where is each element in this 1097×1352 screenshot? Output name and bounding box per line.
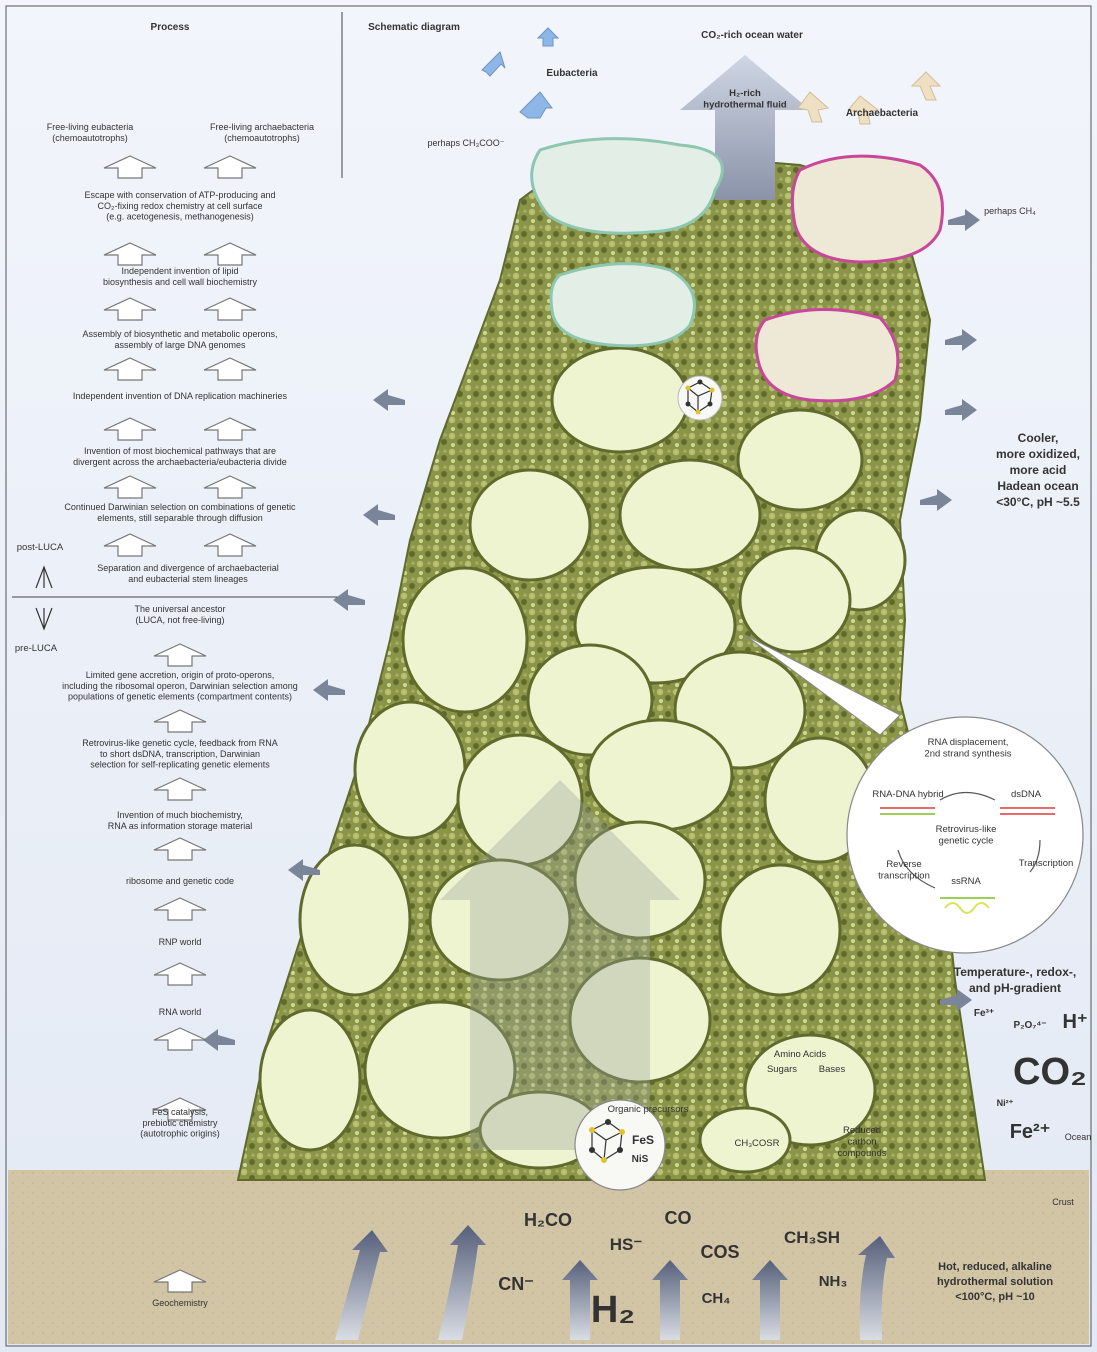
crust: [8, 1170, 1089, 1344]
compartment: [355, 702, 465, 838]
ssrna-label: ssRNA: [951, 876, 981, 887]
compartment: [552, 348, 688, 452]
step-darwinian-selection: Continued Darwinian selection on combina…: [64, 502, 296, 523]
co2-label: CO₂: [1013, 1051, 1087, 1093]
archaebacterial-cell: [792, 156, 942, 262]
transcription-label: Transcription: [1019, 858, 1074, 869]
eubacteria-label: Eubacteria: [546, 68, 598, 79]
step-free-living-eubacteria: Free-living eubacteria(chemoautotrophs): [47, 122, 134, 143]
h2-label: H₂: [591, 1289, 635, 1331]
pre-luca-label: pre-LUCA: [15, 643, 58, 654]
compartment: [620, 460, 760, 570]
compartment: [260, 1010, 360, 1150]
crust-label: Crust: [1052, 1197, 1074, 1207]
compartment: [720, 865, 840, 995]
ocean-label: Ocean: [1065, 1132, 1092, 1142]
eubacterial-cell: [532, 139, 723, 234]
cn-label: CN⁻: [498, 1274, 534, 1294]
step-ribosome: ribosome and genetic code: [126, 876, 234, 886]
bases-label: Bases: [819, 1064, 846, 1075]
step-geochemistry: Geochemistry: [152, 1298, 208, 1308]
compartment: [740, 548, 850, 652]
post-luca-label: post-LUCA: [17, 542, 64, 553]
step-rnp-world: RNP world: [159, 937, 202, 947]
organic-precursors-label: Organic precursors: [608, 1104, 689, 1115]
step-lipid-biosynthesis: Independent invention of lipidbiosynthes…: [103, 266, 258, 287]
p2o7-label: P₂O₇⁴⁻: [1013, 1020, 1046, 1031]
step-biochemistry-rna: Invention of much biochemistry,RNA as in…: [108, 810, 253, 831]
hs-label: HS⁻: [610, 1235, 643, 1254]
step-fes-catalysis: FeS catalysis,prebiotic chemistry(autotr…: [140, 1107, 220, 1139]
schematic-header: Schematic diagram: [368, 22, 460, 33]
step-free-living-archaebacteria: Free-living archaebacteria(chemoautotrop…: [210, 122, 314, 143]
step-rna-world: RNA world: [159, 1007, 202, 1017]
fe2-label: Fe²⁺: [1010, 1121, 1051, 1143]
h2co-label: H₂CO: [524, 1210, 572, 1230]
co-label: CO: [665, 1208, 692, 1228]
step-dna-replication: Independent invention of DNA replication…: [73, 391, 288, 401]
ch3sh-label: CH₃SH: [784, 1228, 840, 1247]
sugars-label: Sugars: [767, 1064, 797, 1075]
compartment: [470, 470, 590, 580]
rna-cycle-title: RNA displacement,2nd strand synthesis: [924, 737, 1011, 759]
compartment: [300, 845, 410, 995]
methane-label: perhaps CH₄: [984, 206, 1036, 216]
ch3cosr-label: CH₃COSR: [734, 1138, 779, 1149]
archaebacterial-protocell: [756, 309, 898, 400]
compartment: [588, 720, 732, 830]
proton-label: H⁺: [1063, 1011, 1088, 1033]
step-escape-redox: Escape with conservation of ATP-producin…: [85, 190, 276, 222]
amino-acids-label: Amino Acids: [774, 1049, 827, 1060]
fes-label: FeS: [632, 1133, 654, 1147]
rna-dna-hybrid-label: RNA-DNA hybrid: [872, 789, 943, 800]
process-header: Process: [151, 22, 190, 33]
step-biochemical-pathways: Invention of most biochemical pathways t…: [73, 446, 287, 467]
ni-label: Ni²⁺: [997, 1098, 1014, 1108]
step-retrovirus-cycle: Retrovirus-like genetic cycle, feedback …: [82, 738, 278, 770]
archaebacteria-label: Archaebacteria: [846, 108, 919, 119]
compartment: [403, 568, 527, 712]
ocean-water-label: CO₂-rich ocean water: [701, 30, 803, 41]
cos-label: COS: [700, 1242, 739, 1262]
retrovirus-cycle-label: Retrovirus-likegenetic cycle: [936, 824, 997, 846]
acetate-label: perhaps CH₃COO⁻: [428, 138, 505, 148]
nh3-label: NH₃: [819, 1273, 848, 1290]
ch4-label: CH₄: [702, 1290, 731, 1307]
step-gene-accretion: Limited gene accretion, origin of proto-…: [62, 670, 298, 702]
dsdna-label: dsDNA: [1011, 789, 1042, 800]
eubacterial-protocell: [551, 264, 695, 346]
fe3-label: Fe³⁺: [974, 1008, 994, 1019]
nis-label: NiS: [632, 1154, 649, 1165]
step-luca: The universal ancestor(LUCA, not free-li…: [134, 604, 225, 625]
